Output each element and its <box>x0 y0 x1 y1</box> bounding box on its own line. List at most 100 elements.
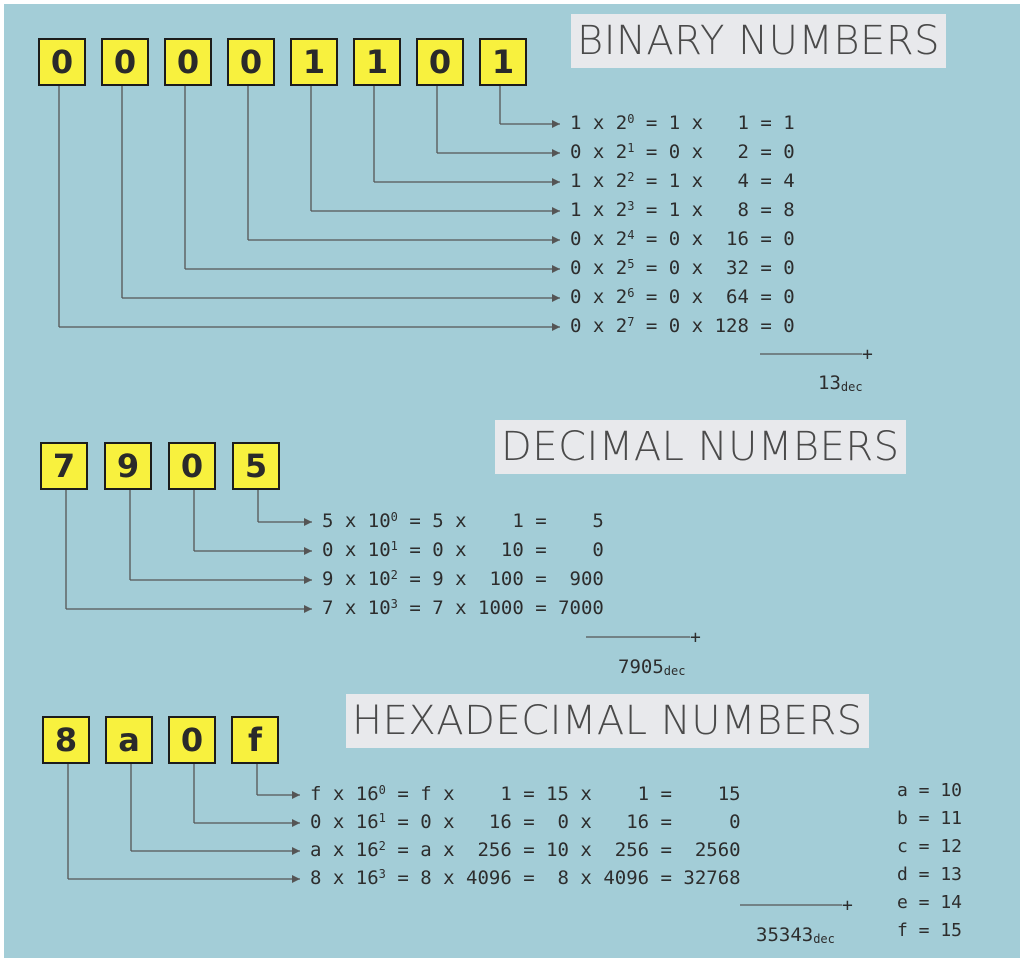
place-value: 16 <box>466 811 512 833</box>
base-value: x 10 <box>333 568 391 590</box>
digit-value: 5 <box>432 510 444 532</box>
exponent: 1 <box>378 811 386 825</box>
digit-value: 0 <box>570 286 582 308</box>
binary-sum-line-plus: + <box>862 344 873 365</box>
binary-arrow <box>552 149 560 157</box>
equals-sign: = <box>748 257 784 279</box>
decimal-sum-line-plus: + <box>690 627 701 648</box>
hex-total: 35343dec <box>756 924 835 946</box>
times-sign: x <box>568 867 604 889</box>
binary-digit-box: 0 <box>101 38 149 86</box>
times-sign: x <box>568 839 604 861</box>
hex-digit-box: a <box>105 716 153 764</box>
decimal-arrow <box>304 576 312 584</box>
times-sign: x <box>443 539 478 561</box>
exponent: 0 <box>378 783 386 797</box>
digit-value: 0 <box>668 257 681 279</box>
base-value: x 16 <box>321 783 379 805</box>
equals-sign: = <box>385 839 421 861</box>
equals-sign: = <box>523 510 559 532</box>
times-sign: x <box>443 597 478 619</box>
equals-sign: = <box>649 811 684 833</box>
decimal-title: DECIMAL NUMBERS <box>495 420 906 474</box>
legend-item: b = 11 <box>897 808 963 829</box>
equals-sign: = <box>634 112 669 134</box>
decimal-digit-value: 8 <box>546 867 569 889</box>
exponent: 2 <box>390 568 398 582</box>
binary-title: BINARY NUMBERS <box>571 14 947 68</box>
decimal-arrow <box>304 605 312 613</box>
equals-sign: = <box>748 199 784 221</box>
equals-sign: = <box>748 141 784 163</box>
place-value: 2 <box>714 141 749 163</box>
legend-item: c = 12 <box>897 836 963 857</box>
binary-digit-box: 0 <box>416 38 464 86</box>
equals-sign: = <box>634 141 669 163</box>
base-value: x 2 <box>581 286 628 308</box>
binary-equation-row: 0 x 27 = 0 x 128 = 0 <box>570 315 795 337</box>
diagram-board: +++ BINARY NUMBERS DECIMAL NUMBERS HEXAD… <box>4 4 1020 958</box>
product-value: 8 <box>783 199 795 221</box>
decimal-equation-row: 9 x 102 = 9 x 100 = 900 <box>322 568 604 590</box>
digit-value: 1 <box>668 112 681 134</box>
product-value: 0 <box>683 811 741 833</box>
equals-sign: = <box>748 170 784 192</box>
times-sign: x <box>443 568 478 590</box>
place-value: 1 <box>714 112 749 134</box>
equals-sign: = <box>748 112 784 134</box>
digit-value: 0 <box>668 315 681 337</box>
equals-sign: = <box>397 597 433 619</box>
place-value: 1000 <box>478 597 524 619</box>
base-value: x 10 <box>333 510 391 532</box>
times-sign: x <box>680 199 715 221</box>
times-sign: x <box>431 839 466 861</box>
equals-sign: = <box>397 510 433 532</box>
place-value: 16 <box>714 228 749 250</box>
equals-sign: = <box>748 315 784 337</box>
digit-value: 8 <box>420 867 432 889</box>
digit-value: 1 <box>668 170 681 192</box>
product-value: 32768 <box>683 867 741 889</box>
equals-sign: = <box>385 867 421 889</box>
place-value: 10 <box>478 539 524 561</box>
binary-equation-row: 0 x 24 = 0 x 16 = 0 <box>570 228 795 250</box>
hex-digit-box: 8 <box>42 716 90 764</box>
binary-digit-box: 1 <box>290 38 338 86</box>
exponent: 5 <box>627 257 635 271</box>
equals-sign: = <box>385 783 421 805</box>
equals-sign: = <box>634 286 669 308</box>
equals-sign: = <box>748 286 784 308</box>
place-value: 32 <box>714 257 749 279</box>
product-value: 7000 <box>558 597 604 619</box>
equals-sign: = <box>397 568 433 590</box>
place-value: 4096 <box>603 867 650 889</box>
digit-value: 0 <box>432 539 444 561</box>
legend-item: a = 10 <box>897 780 963 801</box>
times-sign: x <box>680 141 715 163</box>
place-value: 64 <box>714 286 749 308</box>
times-sign: x <box>431 867 466 889</box>
base-value: x 2 <box>581 141 628 163</box>
digit-value: 0 <box>668 286 681 308</box>
digit-value: 1 <box>668 199 681 221</box>
times-sign: x <box>680 112 715 134</box>
exponent: 3 <box>378 867 386 881</box>
digit-value: f <box>310 783 322 805</box>
digit-value: a <box>420 839 432 861</box>
exponent: 3 <box>390 597 398 611</box>
base-value: x 2 <box>581 315 628 337</box>
hex-title: HEXADECIMAL NUMBERS <box>346 694 869 748</box>
equals-sign: = <box>634 199 669 221</box>
product-value: 4 <box>783 170 795 192</box>
hex-equation-row: a x 162 = a x 256 = 10 x 256 = 2560 <box>310 839 741 861</box>
exponent: 0 <box>627 112 635 126</box>
equals-sign: = <box>634 228 669 250</box>
product-value: 0 <box>558 539 604 561</box>
digit-value: 0 <box>420 811 432 833</box>
times-sign: x <box>680 315 715 337</box>
equals-sign: = <box>397 539 433 561</box>
legend-item: d = 13 <box>897 864 963 885</box>
exponent: 1 <box>390 539 398 553</box>
times-sign: x <box>568 783 604 805</box>
